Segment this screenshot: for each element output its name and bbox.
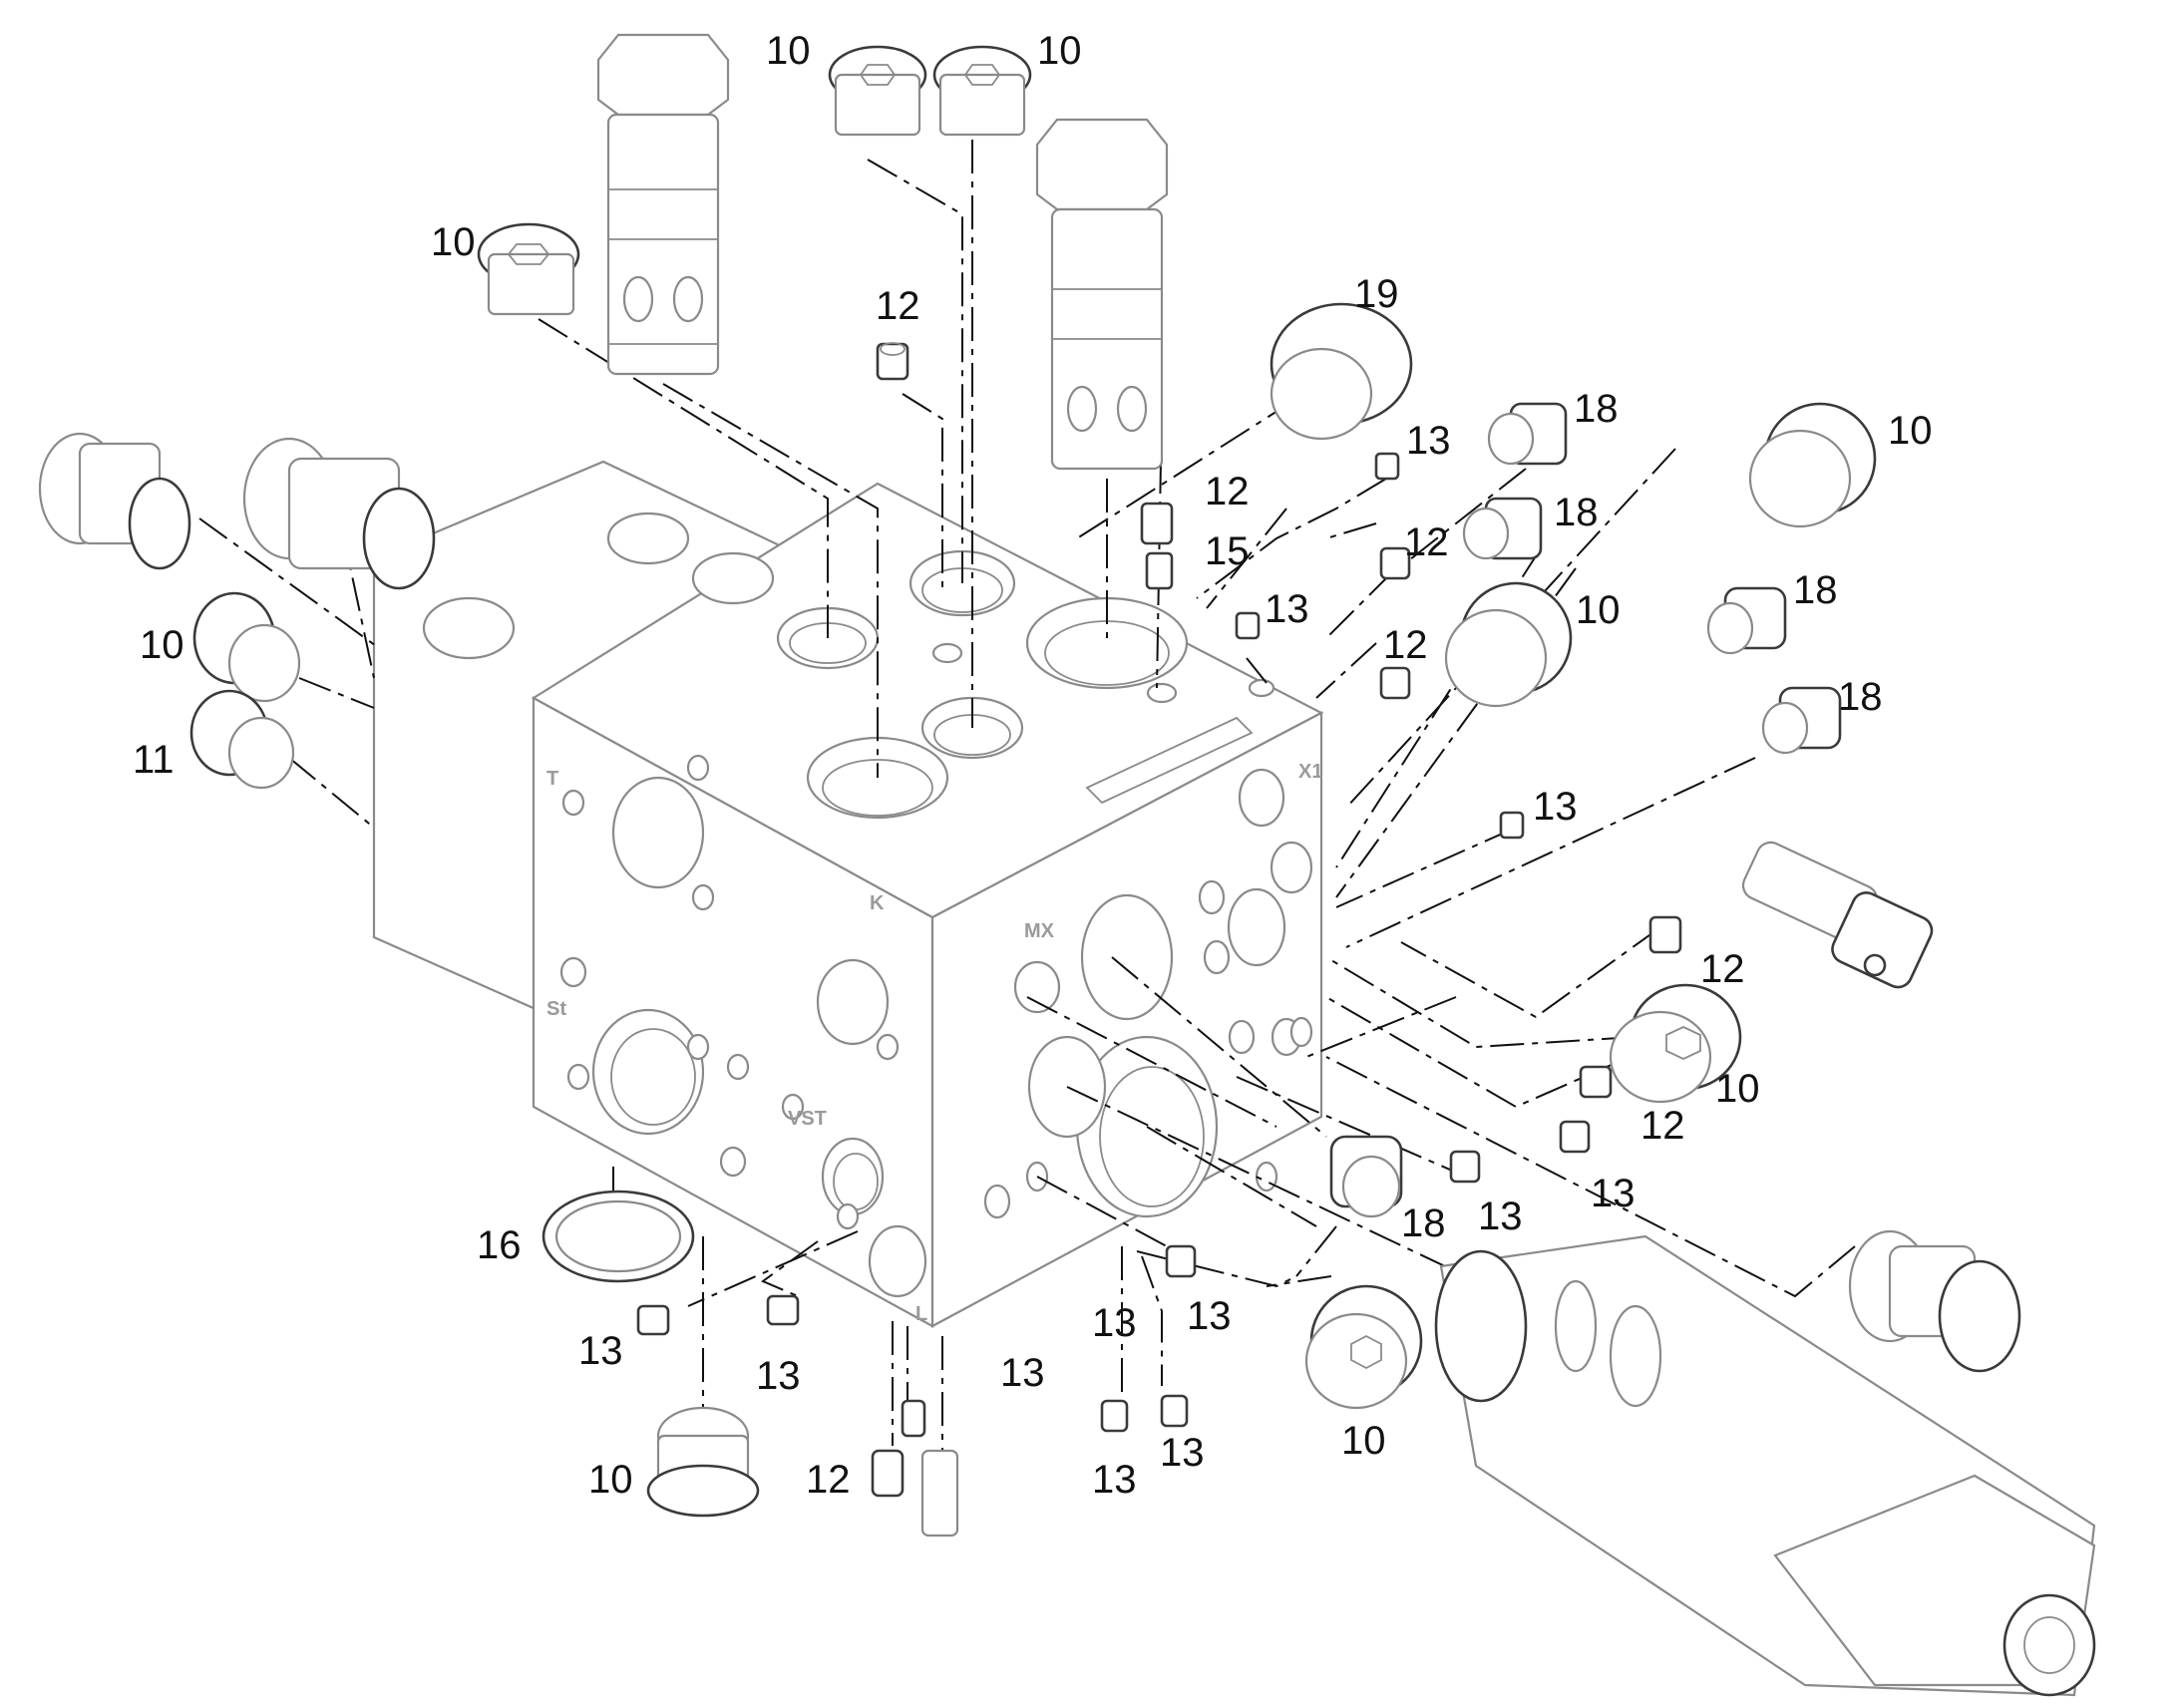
callout-screw-13-f: 13 (1187, 1294, 1232, 1338)
callout-plug-10-mid: 10 (1576, 588, 1621, 632)
callout-screw-13-b: 13 (1265, 587, 1309, 631)
callout-plug-10-left: 10 (140, 623, 184, 667)
plug-10-mid (1444, 581, 1573, 708)
callout-screw-13-a: 13 (1406, 419, 1451, 463)
plug-10-right (1748, 402, 1877, 528)
callout-screw-13-i: 13 (1000, 1351, 1045, 1395)
callout-screw-12-c: 12 (1404, 520, 1449, 564)
screw-top-12 (876, 342, 909, 381)
callout-plug-18-d: 18 (1838, 675, 1883, 719)
cartridge-valve-lower-right (1848, 1229, 2021, 1373)
callout-plug-10-lower-right: 10 (1715, 1067, 1760, 1111)
plug-top-pair (828, 45, 1032, 137)
callout-screw-13-j: 13 (1160, 1431, 1205, 1475)
callout-screw-12-f: 12 (1640, 1104, 1685, 1148)
callout-plug-10-bottom-right: 10 (1341, 1419, 1386, 1463)
callout-plug-top-right: 10 (1037, 29, 1082, 73)
cartridge-valve-top-right (1035, 118, 1169, 471)
port-label-mx: MX (1024, 920, 1055, 942)
cartridge-valves-left (38, 432, 436, 590)
callout-screw-13-c: 13 (1533, 785, 1578, 829)
callout-plug-10-bottom: 10 (588, 1458, 633, 1502)
callout-plug-10-right: 10 (1888, 409, 1933, 453)
port-label-st: St (546, 998, 566, 1020)
port-label-k: K (870, 892, 885, 914)
callout-plug-top-left: 10 (766, 29, 811, 73)
callout-screw-13-g: 13 (578, 1329, 623, 1373)
pressure-sensor (1741, 841, 1934, 989)
plugs-18-right (1706, 586, 1842, 755)
plug-18-lower (1329, 1135, 1403, 1218)
callout-screw-top: 12 (876, 284, 920, 328)
port-label-t: T (546, 768, 558, 790)
manifold-block (372, 460, 1324, 1328)
callout-screw-12-g: 12 (806, 1458, 851, 1502)
plug-upper-left (477, 222, 580, 316)
cartridge-valve-top-left (596, 33, 730, 376)
callout-screw-13-d: 13 (1591, 1172, 1635, 1215)
callout-labels: 10 10 10 12 19 13 18 10 12 15 12 18 13 1… (133, 29, 1933, 1502)
small-parts-right (1140, 402, 1568, 840)
callout-screw-13-l: 13 (1092, 1301, 1137, 1345)
callout-screw-12-e: 12 (1700, 947, 1745, 991)
callout-plug-18-c: 18 (1793, 568, 1838, 612)
callout-oring-16: 16 (477, 1223, 522, 1267)
plugs-10-11-left (189, 591, 301, 790)
small-screws-bottom (636, 1294, 959, 1537)
callout-plug-18-e: 18 (1401, 1201, 1446, 1245)
callout-screw-13-k: 13 (1092, 1458, 1137, 1502)
callout-plug-upper-left: 10 (431, 220, 476, 264)
small-screws-lower-right (1100, 915, 1682, 1433)
plug-10-bottom (646, 1406, 760, 1518)
callout-screw-12-d: 12 (1383, 623, 1428, 667)
callout-screw-12-b: 12 (1205, 470, 1250, 513)
callout-plug-11-left: 11 (133, 738, 175, 782)
cap-19 (1270, 302, 1413, 441)
callout-screw-13-h: 13 (756, 1354, 801, 1398)
callout-plug-18-b: 18 (1554, 491, 1599, 534)
callout-orifice-15: 15 (1205, 529, 1250, 573)
port-label-x1: X1 (1298, 761, 1322, 783)
solenoid-valve-large (1434, 1234, 2096, 1697)
oring-16 (542, 1190, 695, 1283)
leader-lines (198, 140, 1856, 1476)
plug-10-bottom-right (1304, 1284, 1423, 1410)
callout-screw-13-e: 13 (1478, 1195, 1523, 1238)
callout-cap-19: 19 (1354, 272, 1399, 316)
port-label-l: L (915, 1303, 927, 1325)
callout-plug-18-a: 18 (1574, 387, 1619, 431)
port-label-vst: VST (788, 1108, 827, 1130)
plug-10-lower-right (1609, 983, 1742, 1104)
